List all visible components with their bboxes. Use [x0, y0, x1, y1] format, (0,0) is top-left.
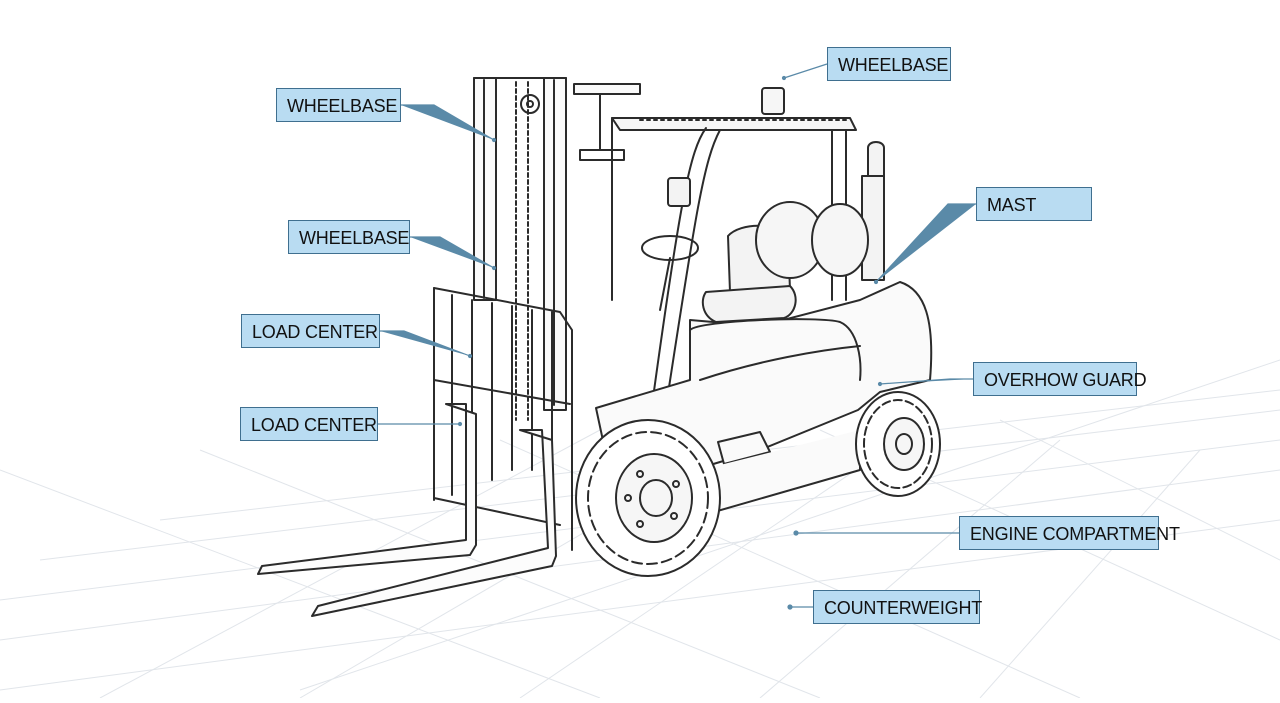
label-mast: MAST	[976, 187, 1092, 221]
mast-rails	[473, 77, 641, 421]
label-load-center-lower: LOAD CENTER	[240, 407, 378, 441]
lpg-tank	[755, 201, 869, 279]
forks	[257, 403, 557, 617]
carriage	[433, 287, 573, 551]
label-counterweight: COUNTERWEIGHT	[813, 590, 982, 624]
label-wheelbase-lower-mast: WHEELBASE	[288, 220, 410, 254]
label-wheelbase-upper-mast: WHEELBASE	[276, 88, 401, 122]
rear-wheel	[855, 391, 941, 497]
forklift	[257, 77, 941, 617]
leader-lines	[378, 63, 976, 610]
label-engine-compartment: ENGINE COMPARTMENT	[959, 516, 1180, 550]
exhaust	[861, 141, 885, 281]
label-wheelbase-top: WHEELBASE	[827, 47, 951, 81]
front-wheel	[575, 419, 721, 577]
label-overhead-guard: OVERHOW GUARD	[973, 362, 1147, 396]
label-load-center-upper: LOAD CENTER	[241, 314, 380, 348]
steering	[641, 177, 699, 311]
